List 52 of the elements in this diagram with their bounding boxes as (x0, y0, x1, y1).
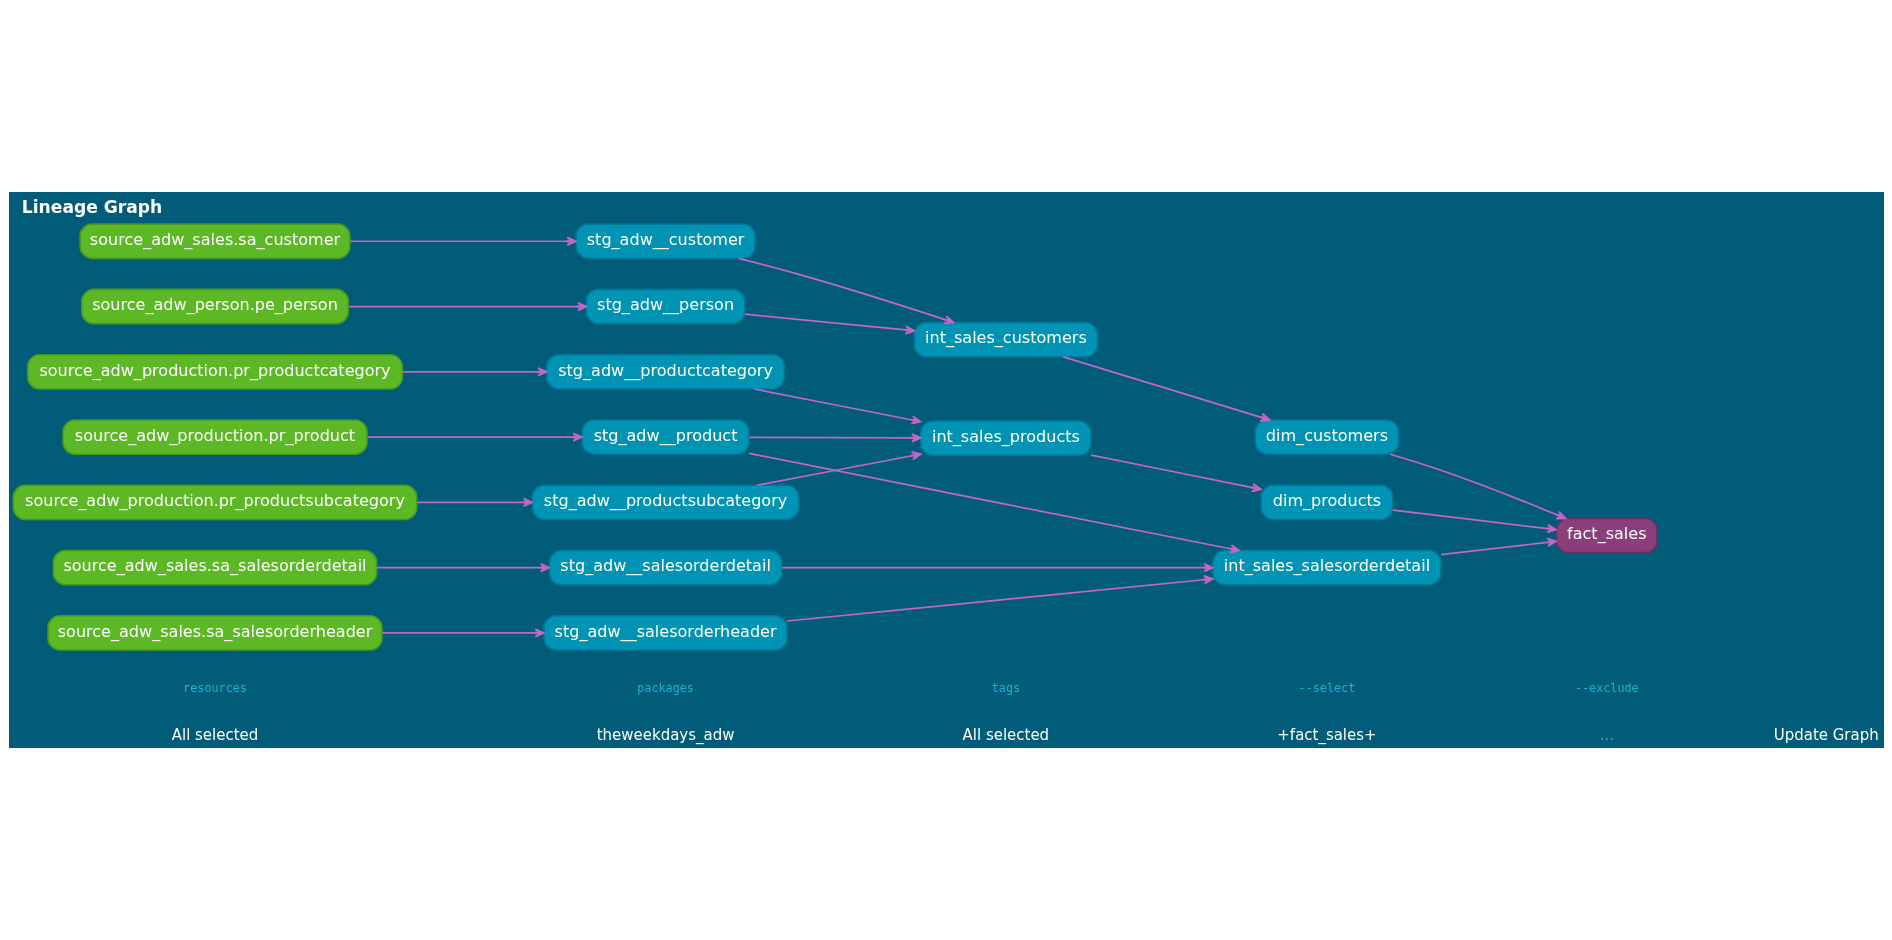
arrow (380, 628, 545, 638)
arrow (1089, 454, 1262, 493)
node-box: source_adw_sales.sa_salesorderdetail (52, 549, 377, 586)
label: All selected (962, 725, 1049, 744)
label: resources (182, 680, 247, 695)
node-box: stg_adw__productsubcategory (531, 484, 800, 521)
node-box: source_adw_production.pr_product (61, 419, 368, 455)
arrow (415, 497, 533, 508)
arrow (780, 562, 1214, 573)
arrow (737, 257, 954, 325)
node-box: stg_adw__productcategory (545, 353, 785, 390)
label: --select (1298, 680, 1355, 695)
diagram-title: Lineage Graph (21, 197, 162, 218)
label: packages (636, 680, 694, 695)
label: theweekdays_adw (596, 725, 734, 744)
arrow (401, 367, 548, 377)
arrow (347, 301, 587, 312)
label: --exclude (1574, 680, 1639, 695)
arrow (1391, 509, 1557, 534)
node-box: stg_adw__customer (574, 223, 756, 260)
arrow (752, 388, 921, 425)
arrow (1439, 537, 1557, 556)
node-box: source_adw_production.pr_productsubcategory (11, 484, 418, 521)
label: tags (991, 680, 1020, 695)
arrow (1061, 356, 1270, 422)
node-box: stg_adw__product (580, 419, 750, 455)
arrow (747, 452, 1240, 554)
node-box: stg_adw__person (585, 288, 746, 325)
node-box: stg_adw__salesorderdetail (548, 549, 782, 586)
label: ... (1599, 725, 1614, 744)
arrow (1388, 453, 1566, 520)
node-box: int_sales_products (919, 420, 1092, 457)
label: All selected (171, 725, 258, 744)
node-box: int_sales_salesorderdetail (1211, 549, 1442, 586)
node-box: dim_customers (1253, 419, 1399, 455)
arrow (365, 432, 583, 442)
node-box: fact_sales (1555, 517, 1658, 554)
node-box: int_sales_customers (913, 321, 1098, 358)
node-box: source_adw_sales.sa_customer (78, 223, 351, 260)
node-box: source_adw_person.pe_person (80, 288, 349, 325)
node-box: source_adw_production.pr_productcategory (26, 353, 403, 390)
label: Update Graph (1773, 725, 1879, 744)
label: +fact_sales+ (1276, 725, 1377, 744)
node-box: stg_adw__salesorderheader (542, 615, 788, 651)
node-box: source_adw_sales.sa_salesorderheader (46, 615, 383, 651)
arrow (375, 562, 550, 573)
arrow (348, 236, 577, 246)
node-box: dim_products (1259, 484, 1394, 521)
arrow (748, 433, 921, 443)
arrow (743, 313, 915, 335)
arrow (755, 451, 922, 487)
arrow (785, 575, 1214, 622)
